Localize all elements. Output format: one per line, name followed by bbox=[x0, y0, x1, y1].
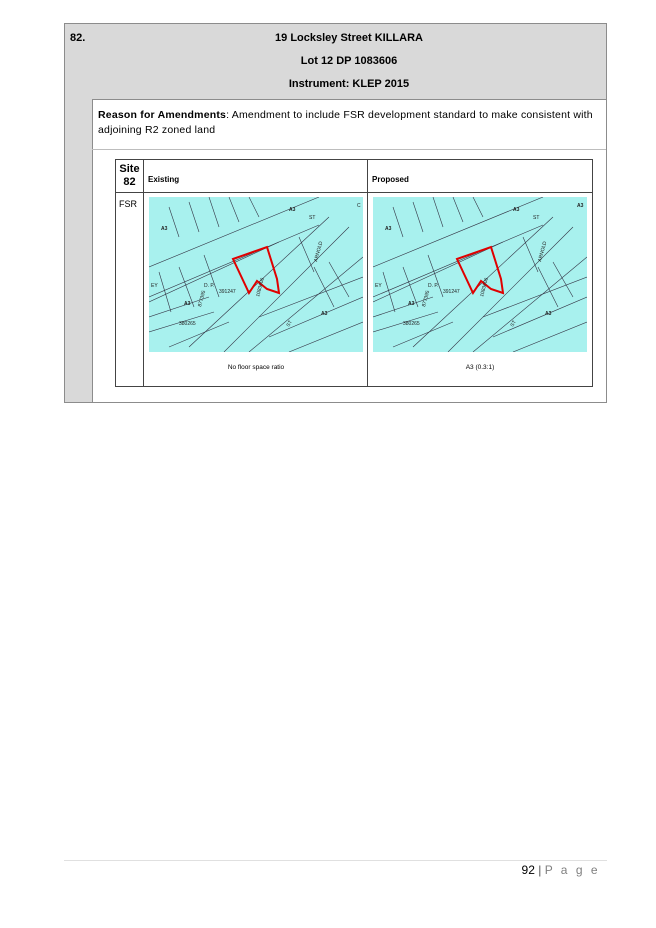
svg-text:A3: A3 bbox=[408, 301, 415, 307]
svg-text:C: C bbox=[357, 203, 361, 209]
svg-text:380265: 380265 bbox=[403, 321, 420, 327]
svg-text:D. P.: D. P. bbox=[204, 283, 214, 289]
fsr-comparison-table: Site 82 Existing Proposed FSR A3 A3 A3 bbox=[115, 159, 593, 387]
proposed-column-header: Proposed bbox=[372, 175, 409, 184]
existing-column-header: Existing bbox=[148, 175, 180, 184]
svg-text:ST: ST bbox=[510, 319, 518, 328]
svg-text:A3: A3 bbox=[545, 311, 552, 317]
svg-text:ARNOLD: ARNOLD bbox=[313, 240, 324, 262]
existing-map-image: A3 A3 A3 A3 ST EY ST ARNOLD D. P. 391247… bbox=[149, 197, 363, 352]
svg-text:1083606: 1083606 bbox=[255, 277, 266, 298]
page-footer: 92 | P a g e bbox=[522, 863, 600, 877]
entry-number: 82. bbox=[70, 32, 86, 44]
svg-text:391247: 391247 bbox=[443, 289, 460, 295]
entry-address: 19 Locksley Street KILLARA bbox=[275, 32, 423, 44]
svg-text:A3: A3 bbox=[289, 207, 296, 213]
svg-text:391247: 391247 bbox=[219, 289, 236, 295]
svg-text:1083606: 1083606 bbox=[479, 277, 490, 298]
existing-map: A3 A3 A3 A3 ST EY ST ARNOLD D. P. 391247… bbox=[149, 197, 363, 352]
existing-caption: No floor space ratio bbox=[227, 364, 285, 371]
svg-text:877395: 877395 bbox=[421, 290, 431, 308]
svg-text:EY: EY bbox=[151, 283, 158, 289]
reason-label: Reason for Amendments bbox=[98, 109, 227, 121]
svg-text:A3: A3 bbox=[577, 203, 584, 209]
svg-text:A3: A3 bbox=[184, 301, 191, 307]
amendment-entry: 82. 19 Locksley Street KILLARA Lot 12 DP… bbox=[64, 23, 607, 403]
svg-text:ST: ST bbox=[533, 215, 539, 221]
site-header: Site 82 bbox=[116, 163, 143, 189]
svg-text:A3: A3 bbox=[161, 226, 168, 232]
page-separator: | bbox=[538, 863, 542, 877]
page-number: 92 bbox=[521, 863, 535, 877]
svg-text:380265: 380265 bbox=[179, 321, 196, 327]
svg-text:877395: 877395 bbox=[197, 290, 207, 308]
entry-instrument: Instrument: KLEP 2015 bbox=[288, 78, 410, 90]
entry-header: 19 Locksley Street KILLARA Lot 12 DP 108… bbox=[92, 24, 606, 100]
svg-text:ST: ST bbox=[286, 319, 294, 328]
proposed-map-image: A3 A3 A3 A3 ST EY ST ARNOLD D. P. 391247… bbox=[373, 197, 587, 352]
fsr-row-label: FSR bbox=[119, 199, 137, 209]
site-number: 82 bbox=[123, 176, 136, 188]
section-divider bbox=[92, 149, 606, 150]
svg-text:A3: A3 bbox=[321, 311, 328, 317]
svg-text:ST: ST bbox=[309, 215, 315, 221]
proposed-map: A3 A3 A3 A3 ST EY ST ARNOLD D. P. 391247… bbox=[373, 197, 587, 352]
svg-text:A3: A3 bbox=[385, 226, 392, 232]
svg-text:A3: A3 bbox=[513, 207, 520, 213]
entry-lot: Lot 12 DP 1083606 bbox=[300, 55, 398, 67]
svg-text:D. P.: D. P. bbox=[428, 283, 438, 289]
svg-text:EY: EY bbox=[375, 283, 382, 289]
proposed-caption: A3 (0.3:1) bbox=[465, 364, 495, 371]
footer-divider bbox=[64, 860, 607, 861]
page-word: P a g e bbox=[544, 863, 600, 877]
site-label: Site bbox=[119, 163, 140, 175]
reason-for-amendments: Reason for Amendments: Amendment to incl… bbox=[98, 108, 603, 138]
entry-number-column: 82. bbox=[65, 24, 93, 402]
reason-text: : Amendment to include FSR development s… bbox=[98, 109, 593, 136]
svg-text:ARNOLD: ARNOLD bbox=[537, 240, 548, 262]
